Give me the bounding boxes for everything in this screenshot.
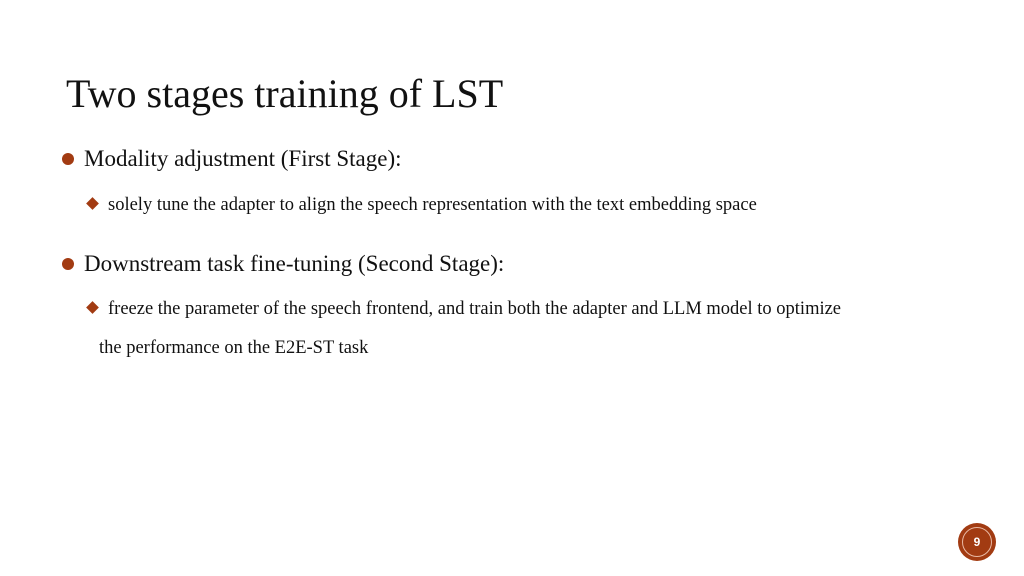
sub-bullet-text: solely tune the adapter to align the spe… <box>108 195 757 215</box>
sub-bullet-item-second-stage: freeze the parameter of the speech front… <box>86 299 841 320</box>
sub-bullet-item-first-stage: solely tune the adapter to align the spe… <box>86 195 757 216</box>
sub-bullet-text: freeze the parameter of the speech front… <box>108 299 842 319</box>
bullet-text: Downstream task fine-tuning (Second Stag… <box>84 251 505 276</box>
diamond-bullet-icon <box>86 197 99 210</box>
diamond-bullet-icon <box>86 301 99 314</box>
sub-bullet-continuation: the performance on the E2E-ST task <box>99 338 369 358</box>
page-number: 9 <box>973 535 981 549</box>
circle-bullet-icon <box>62 258 74 270</box>
bullet-item-first-stage: Modality adjustment (First Stage): <box>62 146 402 172</box>
bullet-text: Modality adjustment (First Stage): <box>84 146 402 171</box>
circle-bullet-icon <box>62 153 74 165</box>
bullet-item-second-stage: Downstream task fine-tuning (Second Stag… <box>62 251 504 277</box>
page-number-badge: 9 <box>958 523 996 561</box>
slide-title: Two stages training of LST <box>66 71 504 116</box>
badge-ring-decoration <box>962 527 992 557</box>
